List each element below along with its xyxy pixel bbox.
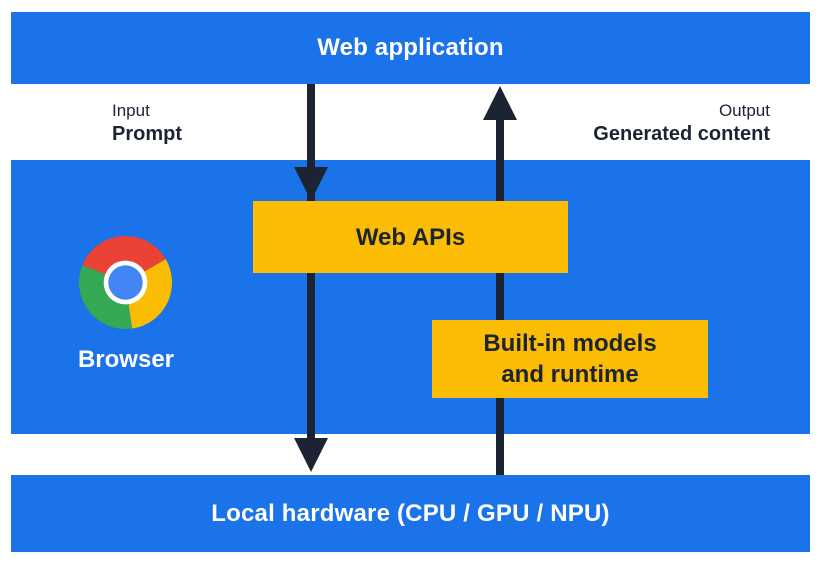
chrome-logo-icon xyxy=(78,235,172,329)
output-arrow-line xyxy=(496,118,504,475)
web-apis-box: Web APIs xyxy=(253,201,568,273)
input-caption: Input xyxy=(112,101,150,120)
input-value: Prompt xyxy=(112,123,182,145)
browser-label: Browser xyxy=(77,346,175,373)
builtin-models-label: Built-in models and runtime xyxy=(483,330,657,388)
output-value: Generated content xyxy=(593,123,770,145)
web-application-label: Web application xyxy=(317,34,504,61)
output-caption: Output xyxy=(718,101,770,120)
builtin-models-box: Built-in models and runtime xyxy=(432,320,708,398)
local-hardware-bar: Local hardware (CPU / GPU / NPU) xyxy=(11,475,810,552)
web-apis-label: Web APIs xyxy=(355,223,466,251)
web-application-bar: Web application xyxy=(11,12,810,84)
input-label-group: Input Prompt xyxy=(112,99,182,147)
local-hardware-label: Local hardware (CPU / GPU / NPU) xyxy=(211,499,610,527)
output-arrow-head-icon xyxy=(483,86,517,120)
input-arrow-head-web-apis-icon xyxy=(294,167,328,201)
input-arrow-head-hardware-icon xyxy=(294,438,328,472)
output-label-group: Output Generated content xyxy=(593,99,770,147)
